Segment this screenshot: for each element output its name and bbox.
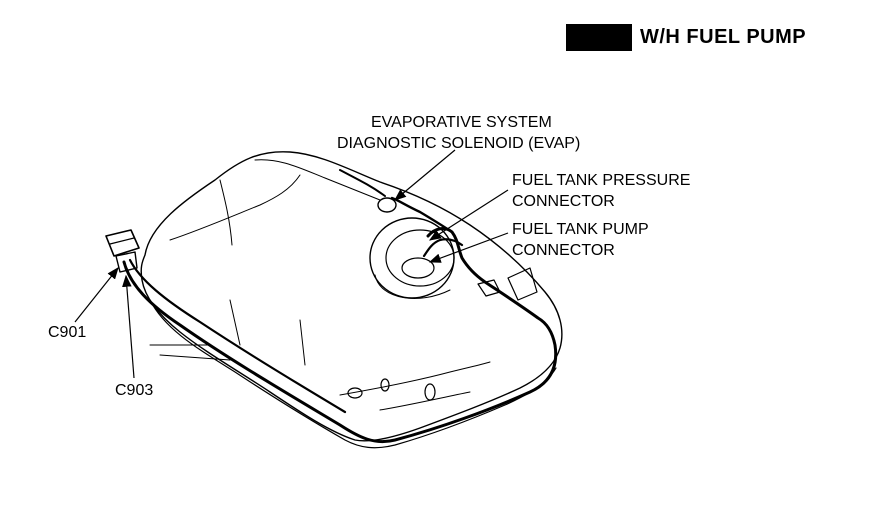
fuel-tank-skirt [149,299,557,449]
wiring-harness-main [122,227,558,444]
label-c901: C901 [48,324,87,341]
fuel-tank-side-seam [169,174,301,241]
strap-bolt [380,378,390,392]
page-title: W/H FUEL PUMP [640,26,807,48]
label-evap-line2: DIAGNOSTIC SOLENOID (EVAP) [337,135,581,152]
fuel-pump-module-cap [401,257,435,279]
evap-solenoid [377,197,397,213]
fuel-tank-panel-line [149,299,306,366]
connector-c901-face [109,237,135,245]
fuel-pump-module-base [374,274,451,299]
wiring-harness-pressure [422,238,464,258]
wiring-harness-evap [390,196,454,234]
label-pressure-line2: CONNECTOR [512,193,615,210]
pressure-leader-arrow [428,189,509,241]
fuel-pump-module-ring [385,229,455,287]
wiring-harness-top [339,169,386,197]
header-black-box [566,24,632,51]
fuel-tank-rib [219,179,233,246]
connector-c901-housing [105,229,140,257]
label-pump-line2: CONNECTOR [512,242,615,259]
pump-leader-arrow [428,232,509,263]
fuel-tank-outline [140,151,563,442]
c903-leader-arrow [122,274,135,379]
strap-bolt [424,383,436,401]
wiring-harness-second [128,258,347,414]
rear-bracket [507,267,538,301]
connector-c903-housing [115,251,138,273]
fuel-tank-strap-2 [379,391,471,411]
label-pressure-line1: FUEL TANK PRESSURE [512,172,691,189]
strap-bolt [347,387,363,399]
label-pump-line1: FUEL TANK PUMP [512,221,649,238]
label-evap-line1: EVAPORATIVE SYSTEM [371,114,552,131]
fuel-tank-strap [339,361,491,396]
label-c903: C903 [115,382,154,399]
c901-leader-arrow [74,267,119,323]
evap-leader-arrow [394,149,456,201]
fuel-tank-top-seam [254,159,381,201]
